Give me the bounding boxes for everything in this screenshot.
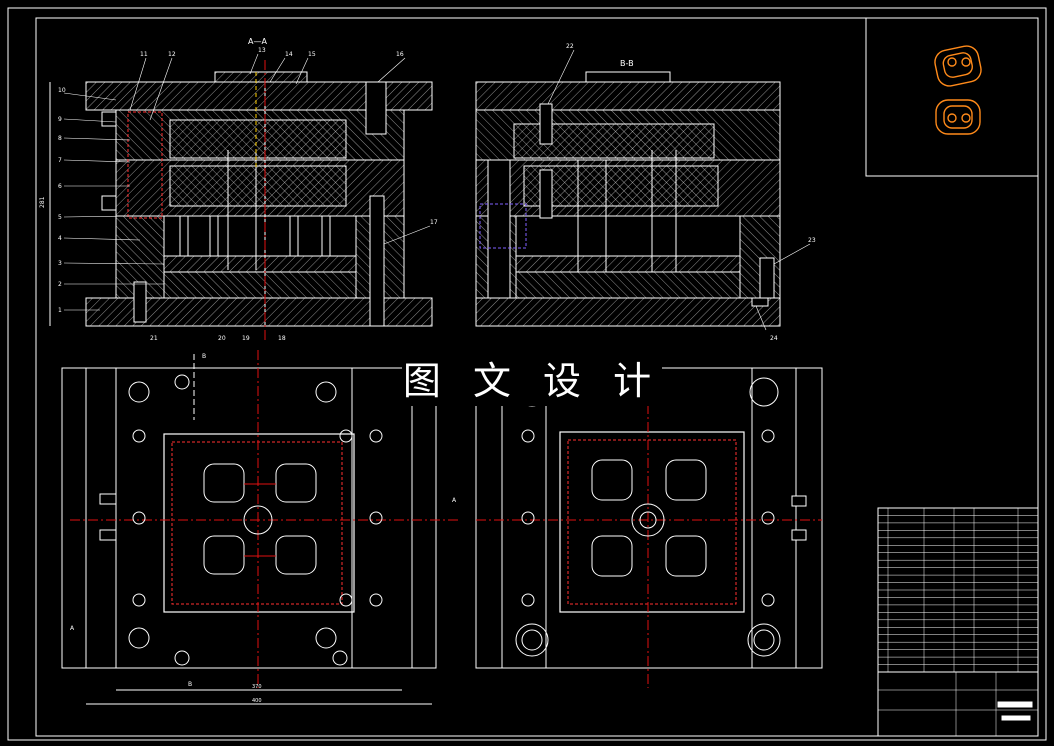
callout-1: 1	[58, 307, 62, 314]
plan-view-right	[475, 350, 823, 688]
dim-inner-width: 370	[252, 684, 262, 690]
callout-22: 22	[566, 43, 574, 50]
callout-13: 13	[258, 47, 266, 54]
callout-4: 4	[58, 235, 62, 242]
callout-23: 23	[808, 237, 816, 244]
callout-18: 18	[278, 335, 286, 342]
callout-8: 8	[58, 135, 62, 142]
dim-height: 281	[39, 196, 46, 208]
cut-mark-b-top: B	[202, 353, 206, 360]
callout-19: 19	[242, 335, 250, 342]
section-a-view: A—A	[39, 37, 438, 342]
callout-17: 17	[430, 219, 438, 226]
callout-6: 6	[58, 183, 62, 190]
callout-5: 5	[58, 214, 62, 221]
callout-20: 20	[218, 335, 226, 342]
callout-14: 14	[285, 51, 293, 58]
callout-16: 16	[396, 51, 404, 58]
callout-10: 10	[58, 87, 66, 94]
callout-24: 24	[770, 335, 778, 342]
section-a-title: A—A	[248, 37, 267, 46]
part-3d-icon-lower	[935, 99, 981, 135]
callout-11: 11	[140, 51, 148, 58]
callout-15: 15	[308, 51, 316, 58]
cut-mark-a-right: A	[452, 497, 457, 504]
part-preview-box	[865, 17, 1039, 177]
callout-21: 21	[150, 335, 158, 342]
callout-3: 3	[58, 260, 62, 267]
outer-frame	[7, 7, 1047, 741]
cut-mark-a-left: A	[70, 625, 75, 632]
callout-9: 9	[58, 116, 62, 123]
cut-mark-b-bottom: B	[188, 681, 192, 688]
callout-2: 2	[58, 281, 62, 288]
section-b-view: B-B 22 23	[475, 43, 816, 342]
section-b-title: B-B	[620, 59, 634, 68]
callout-12: 12	[168, 51, 176, 58]
inner-frame	[35, 17, 1039, 737]
plan-view-left: B B A A 370 400	[61, 350, 460, 705]
watermark-label: 图 文 设 计	[402, 348, 662, 406]
title-block	[877, 507, 1039, 737]
dim-outer-width: 400	[252, 698, 262, 704]
part-3d-icon-upper	[934, 45, 982, 87]
callout-7: 7	[58, 157, 62, 164]
